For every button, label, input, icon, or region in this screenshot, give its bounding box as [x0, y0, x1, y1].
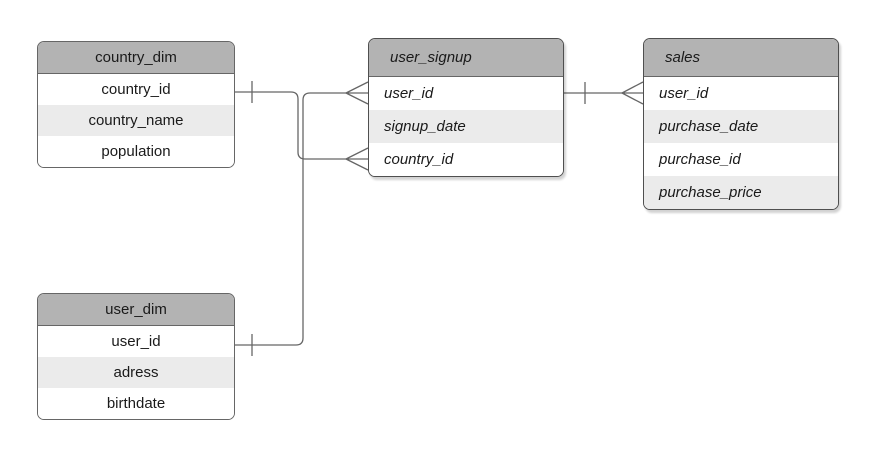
table-title: country_dim — [38, 42, 234, 74]
table-row[interactable]: signup_date — [369, 110, 563, 143]
crows-foot-many-icon — [345, 147, 369, 171]
table-row[interactable]: adress — [38, 357, 234, 388]
relationship-user_dim-user_signup[interactable] — [235, 81, 369, 356]
crows-foot-many-icon — [345, 81, 369, 105]
table-row[interactable]: country_id — [38, 74, 234, 105]
entity-table-country_dim[interactable]: country_dim country_id country_name popu… — [37, 41, 235, 168]
table-row[interactable]: country_id — [369, 143, 563, 176]
table-row[interactable]: user_id — [38, 326, 234, 357]
table-row[interactable]: user_id — [644, 77, 838, 110]
table-row[interactable]: population — [38, 136, 234, 167]
crows-foot-many-icon — [621, 81, 644, 105]
table-row[interactable]: birthdate — [38, 388, 234, 419]
table-row[interactable]: purchase_date — [644, 110, 838, 143]
table-row[interactable]: country_name — [38, 105, 234, 136]
table-title: user_dim — [38, 294, 234, 326]
entity-table-user_dim[interactable]: user_dim user_id adress birthdate — [37, 293, 235, 420]
table-row[interactable]: user_id — [369, 77, 563, 110]
entity-table-user_signup[interactable]: user_signup user_id signup_date country_… — [368, 38, 564, 177]
table-row[interactable]: purchase_price — [644, 176, 838, 209]
table-row[interactable]: purchase_id — [644, 143, 838, 176]
table-title: user_signup — [369, 39, 563, 77]
relationship-user_signup-sales[interactable] — [564, 81, 644, 105]
relationship-country_dim-user_signup[interactable] — [235, 81, 369, 171]
entity-table-sales[interactable]: sales user_id purchase_date purchase_id … — [643, 38, 839, 210]
table-title: sales — [644, 39, 838, 77]
relationship-line — [235, 92, 346, 346]
relationship-line — [235, 91, 346, 160]
